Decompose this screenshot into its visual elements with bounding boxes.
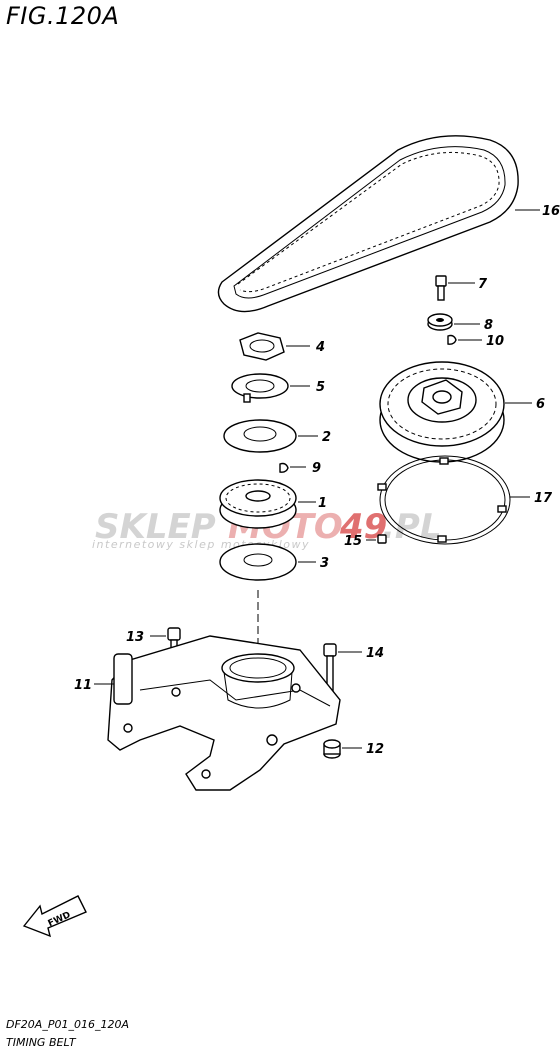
key-part-9	[279, 462, 306, 473]
callout-8: 8	[484, 318, 493, 333]
screw-part-15	[366, 534, 387, 544]
callout-14: 14	[366, 646, 384, 661]
callout-1: 1	[318, 496, 327, 511]
nut-part-4	[239, 332, 310, 361]
cap-part-12	[323, 739, 362, 759]
watermark-left: SKLEP	[95, 507, 216, 547]
callout-9: 9	[312, 461, 321, 476]
callout-7: 7	[478, 277, 488, 292]
callout-2: 2	[322, 430, 331, 445]
callout-10: 10	[486, 334, 504, 349]
callout-15: 15	[344, 534, 362, 549]
callout-11: 11	[74, 678, 92, 693]
figure-code: DF20A_P01_016_120A	[6, 1018, 129, 1031]
driven-pulley-part-6	[379, 361, 532, 463]
washer-part-2	[223, 419, 318, 453]
plate-part-17	[377, 455, 530, 545]
key-part-10	[447, 334, 482, 345]
washer-part-3	[219, 543, 316, 581]
callout-16: 16	[542, 204, 560, 219]
callout-5: 5	[316, 380, 325, 395]
timing-belt	[217, 135, 540, 313]
bolt-part-14	[323, 643, 362, 697]
bracket-part-11	[94, 635, 341, 791]
figure-title: FIG.120A	[6, 2, 120, 30]
fwd-arrow-icon: FWD	[22, 895, 87, 938]
callout-17: 17	[534, 491, 553, 506]
figure-name: TIMING BELT	[6, 1036, 76, 1049]
callout-4: 4	[315, 340, 325, 355]
watermark-right: .PL	[382, 507, 442, 547]
collar-part-8	[427, 313, 480, 331]
callout-6: 6	[536, 397, 545, 412]
callout-13: 13	[126, 630, 144, 645]
bolt-part-7	[435, 275, 475, 301]
washer-part-5	[231, 373, 310, 403]
drive-pulley-part-1	[219, 479, 316, 529]
callout-12: 12	[366, 742, 384, 757]
callout-3: 3	[320, 556, 329, 571]
